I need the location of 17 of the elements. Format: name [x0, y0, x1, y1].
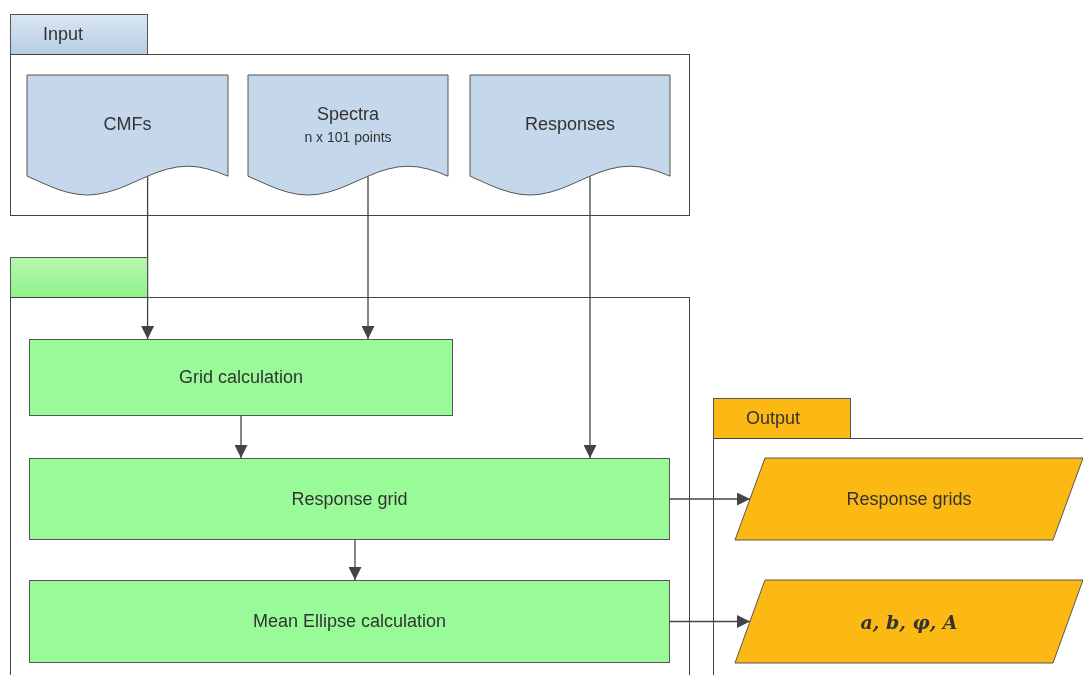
node-label: a, b, φ, A — [860, 610, 958, 633]
node-label: CMFs — [103, 113, 152, 135]
node-sublabel: n x 101 points — [304, 128, 392, 145]
process-box: Mean Ellipse calculation — [29, 580, 670, 663]
node-label: Responses — [524, 113, 616, 135]
process-box: Grid calculation — [29, 339, 453, 416]
group-tab: Input — [10, 14, 148, 54]
arrow — [234, 415, 248, 459]
arrow — [669, 615, 751, 628]
node-label: Spectra — [316, 103, 379, 125]
group-tab: Output — [713, 398, 851, 438]
arrow — [348, 539, 362, 581]
node-label: Response grids — [846, 488, 972, 510]
arrow — [669, 492, 751, 506]
arrow — [583, 175, 597, 459]
arrow — [361, 175, 375, 340]
process-box: Response grid — [29, 458, 670, 540]
